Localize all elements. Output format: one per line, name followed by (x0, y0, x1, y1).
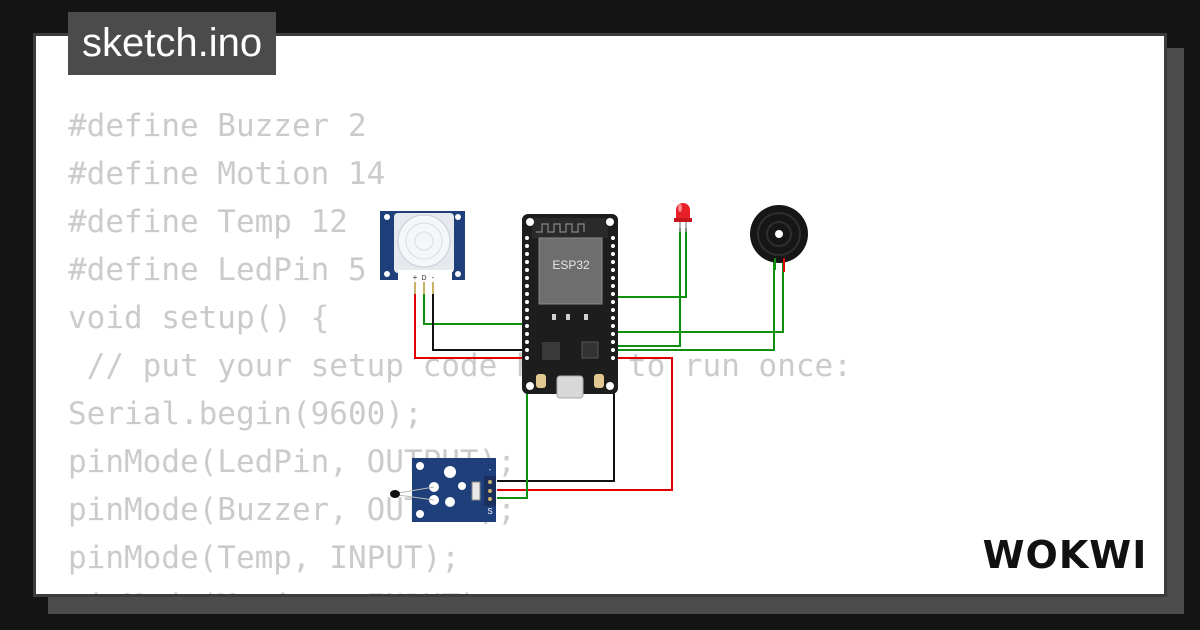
code-line: pinMode(Temp, INPUT); (68, 540, 460, 576)
code-line: Serial.begin(9600); (68, 396, 423, 432)
thermistor-bead (390, 490, 400, 498)
wire-pir-gnd (432, 292, 530, 351)
code-preview: #define Buzzer 2 #define Motion 14 #define… (68, 102, 852, 594)
buzzer (750, 205, 808, 272)
pir-pin-gnd: - (432, 273, 435, 282)
wire-pir-vcc (414, 292, 673, 491)
wire-led-anode (612, 228, 681, 347)
temperature-sensor: - S (390, 458, 496, 522)
board-label: ESP32 (552, 258, 590, 272)
code-line: pinMode(Motion, INPUT); (68, 582, 852, 594)
code-line: void setup() { (68, 300, 330, 336)
esp32-board: ESP32 (522, 214, 618, 399)
pir-pin-out: D (421, 275, 426, 282)
pir-pin-vcc: + (413, 273, 418, 282)
code-line: #define LedPin 5 (68, 252, 367, 288)
code-line: #define Temp 12 (68, 204, 348, 240)
usb-port (556, 375, 584, 399)
temp-pin-gnd: - (489, 465, 492, 474)
wire-buzzer-1 (612, 262, 775, 351)
wire-led-cathode (612, 228, 687, 298)
led-red (674, 203, 692, 232)
wokwi-logo: WOKWI (983, 533, 1148, 577)
esp32-chip (538, 237, 603, 305)
wire-pir-out (423, 292, 530, 325)
wire-buzzer-2 (612, 262, 784, 333)
temp-pin-signal: S (487, 507, 492, 516)
wire-temp-gnd (497, 390, 615, 482)
code-line: #define Buzzer 2 (68, 108, 367, 144)
file-tab[interactable]: sketch.ino (68, 12, 277, 75)
code-line: #define Motion 14 (68, 156, 386, 192)
pir-motion-sensor: + D - (380, 211, 465, 294)
brand-logo: WOKWI (983, 533, 1148, 577)
